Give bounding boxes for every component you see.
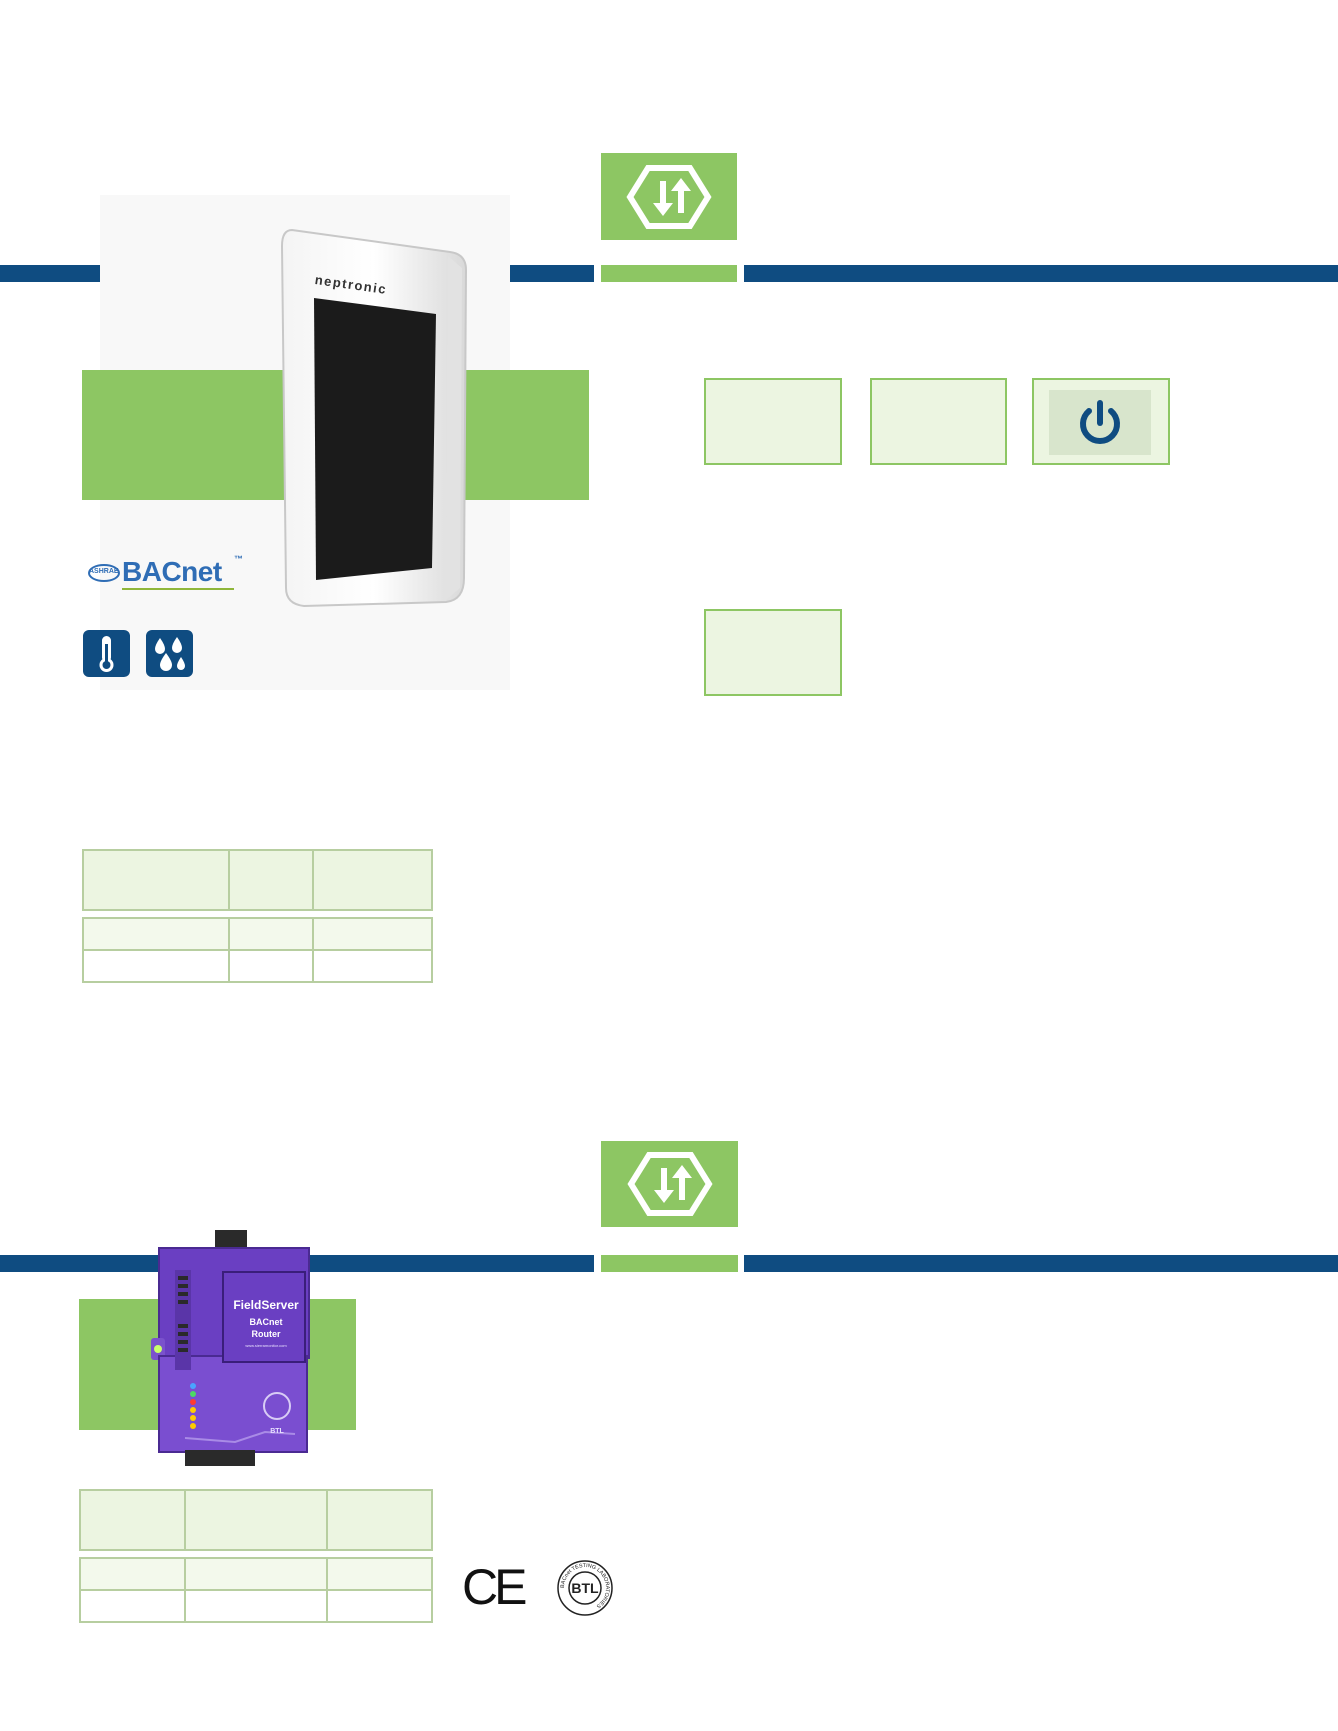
ashrae-text: ASHRAE [89,568,119,575]
table-header-cell [228,849,314,911]
feature-box-1 [704,378,842,465]
btl-center-text: BTL [571,1580,599,1596]
product2-device-image: FieldServer BACnet Router www.sierramoni… [145,1228,315,1470]
table-cell [184,1589,328,1623]
table-spacer-row [80,1550,432,1558]
ashrae-emblem [88,564,120,582]
table-cell [79,1589,186,1623]
table-cell [326,1589,433,1623]
bacnet-tm: ™ [234,554,243,564]
section1-header-bar-right [744,265,1338,282]
table-header-cell [312,849,433,911]
thermometer-icon [83,630,130,677]
protocol-arrows-icon [626,1152,713,1216]
device-bacnet-text: BACnet [249,1317,283,1327]
ce-mark: CE [462,1559,527,1615]
table-cell [228,949,314,983]
humidity-icon [146,630,193,677]
table-cell [184,1557,328,1591]
section2-header-bar-right [744,1255,1338,1272]
btl-certification-mark: BACnet TESTING LABORATORIES BTL [556,1559,614,1617]
table-spacer-row [83,910,432,918]
device-title-text: FieldServer [233,1298,299,1312]
device-btl-badge: BTL [270,1428,284,1435]
table-header-row [79,1489,433,1551]
table-row [79,1557,433,1591]
product1-spec-table [82,849,433,983]
product1-device-image [280,228,470,608]
section1-protocol-tile [601,153,737,240]
table-header-cell [326,1489,433,1551]
feature-box-4 [704,609,842,696]
section2-protocol-tile [601,1141,738,1227]
device-url-text: www.sierramonitor.com [245,1343,287,1348]
product2-spec-table [79,1489,433,1623]
table-header-row [82,849,433,911]
table-cell [79,1557,186,1591]
power-icon [1080,400,1120,444]
table-header-cell [184,1489,328,1551]
device-router-text: Router [251,1329,281,1339]
table-row [82,949,433,983]
table-cell [312,917,433,951]
section1-header-bar-center [601,265,737,282]
section2-header-bar-center [601,1255,738,1272]
table-cell [312,949,433,983]
table-cell [228,917,314,951]
feature-box-2 [870,378,1007,465]
table-cell [326,1557,433,1591]
table-row [79,1589,433,1623]
feature-box-3 [1032,378,1170,465]
table-cell [82,949,230,983]
table-header-cell [82,849,230,911]
protocol-arrows-icon [626,164,712,229]
bacnet-logo: ASHRAE BACnet ™ [88,554,248,592]
table-header-cell [79,1489,186,1551]
bacnet-logo-text: BACnet [122,556,222,587]
table-cell [82,917,230,951]
table-row [82,917,433,951]
bacnet-underline [122,588,234,590]
